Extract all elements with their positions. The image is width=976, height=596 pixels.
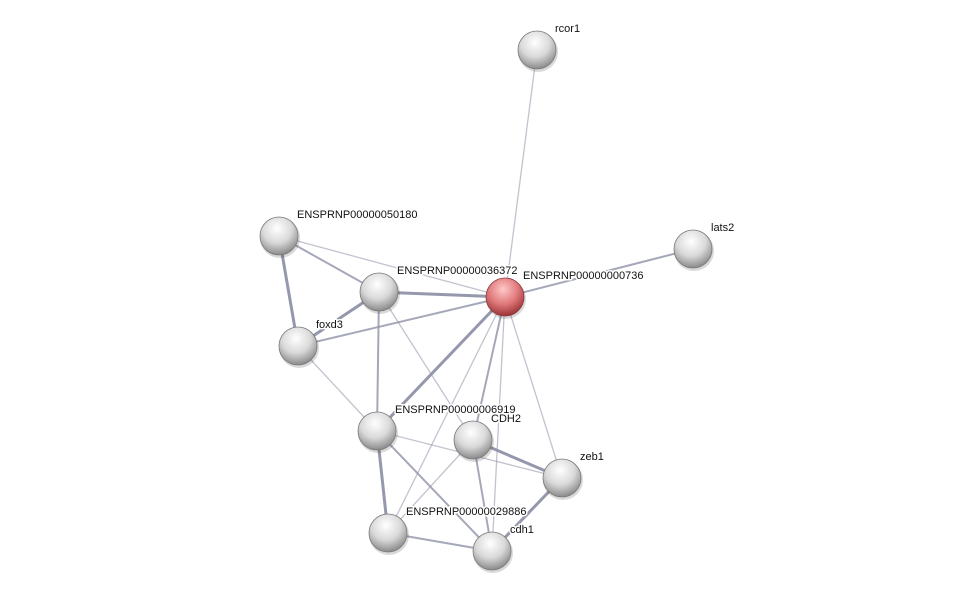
node-sphere[interactable]: [517, 30, 557, 70]
edge-n36372-CDH2[interactable]: [378, 291, 474, 441]
node-n50180[interactable]: ENSPRNP00000050180: [259, 208, 419, 258]
node-label: ENSPRNP00000036372: [397, 265, 517, 277]
node-label: lats2: [711, 222, 734, 234]
node-label: CDH2: [491, 413, 521, 425]
node-sphere[interactable]: [357, 411, 397, 451]
node-sphere[interactable]: [472, 531, 512, 571]
edge-n736-n29886[interactable]: [387, 296, 506, 534]
edge-n736-n6919[interactable]: [375, 295, 507, 433]
node-n736[interactable]: ENSPRNP00000000736: [485, 269, 645, 319]
node-cdh1[interactable]: cdh1: [472, 523, 535, 573]
node-label: cdh1: [510, 524, 534, 536]
node-sphere[interactable]: [368, 513, 408, 553]
edge-rcor1-n736[interactable]: [504, 49, 538, 298]
node-label: ENSPRNP00000029886: [406, 506, 526, 518]
edge-n36372-n6919[interactable]: [376, 291, 380, 432]
node-n6919[interactable]: ENSPRNP00000006919: [357, 403, 517, 453]
edge-CDH2-n29886[interactable]: [387, 439, 474, 534]
node-CDH2[interactable]: CDH2: [453, 412, 522, 462]
node-sphere[interactable]: [259, 216, 299, 256]
node-foxd3[interactable]: foxd3: [278, 318, 344, 368]
edge-n736-CDH2[interactable]: [472, 296, 506, 441]
node-label: ENSPRNP00000000736: [523, 270, 643, 282]
node-label: ENSPRNP00000050180: [297, 209, 417, 221]
node-sphere[interactable]: [453, 420, 493, 460]
node-sphere[interactable]: [542, 458, 582, 498]
edge-n50180-n736[interactable]: [278, 235, 506, 298]
node-sphere[interactable]: [673, 229, 713, 269]
node-label: foxd3: [316, 319, 343, 331]
node-label: zeb1: [580, 451, 604, 463]
node-label: ENSPRNP00000006919: [395, 404, 515, 416]
edge-lats2-n736[interactable]: [504, 248, 694, 298]
edge-n36372-n736[interactable]: [378, 290, 506, 299]
nodes: rcor1ENSPRNP00000050180ENSPRNP0000003637…: [259, 22, 736, 573]
edge-n736-cdh1[interactable]: [491, 296, 506, 552]
node-rcor1[interactable]: rcor1: [517, 22, 582, 72]
node-lats2[interactable]: lats2: [673, 221, 736, 271]
node-sphere[interactable]: [359, 272, 399, 312]
edge-foxd3-n736[interactable]: [297, 296, 506, 347]
edge-n6919-cdh1[interactable]: [376, 430, 493, 552]
node-sphere[interactable]: [278, 326, 318, 366]
node-n29886[interactable]: ENSPRNP00000029886: [368, 505, 528, 555]
node-sphere[interactable]: [485, 277, 525, 317]
node-zeb1[interactable]: zeb1: [542, 450, 605, 500]
edge-n736-zeb1[interactable]: [504, 296, 563, 479]
node-n36372[interactable]: ENSPRNP00000036372: [359, 264, 519, 314]
node-label: rcor1: [555, 23, 580, 35]
